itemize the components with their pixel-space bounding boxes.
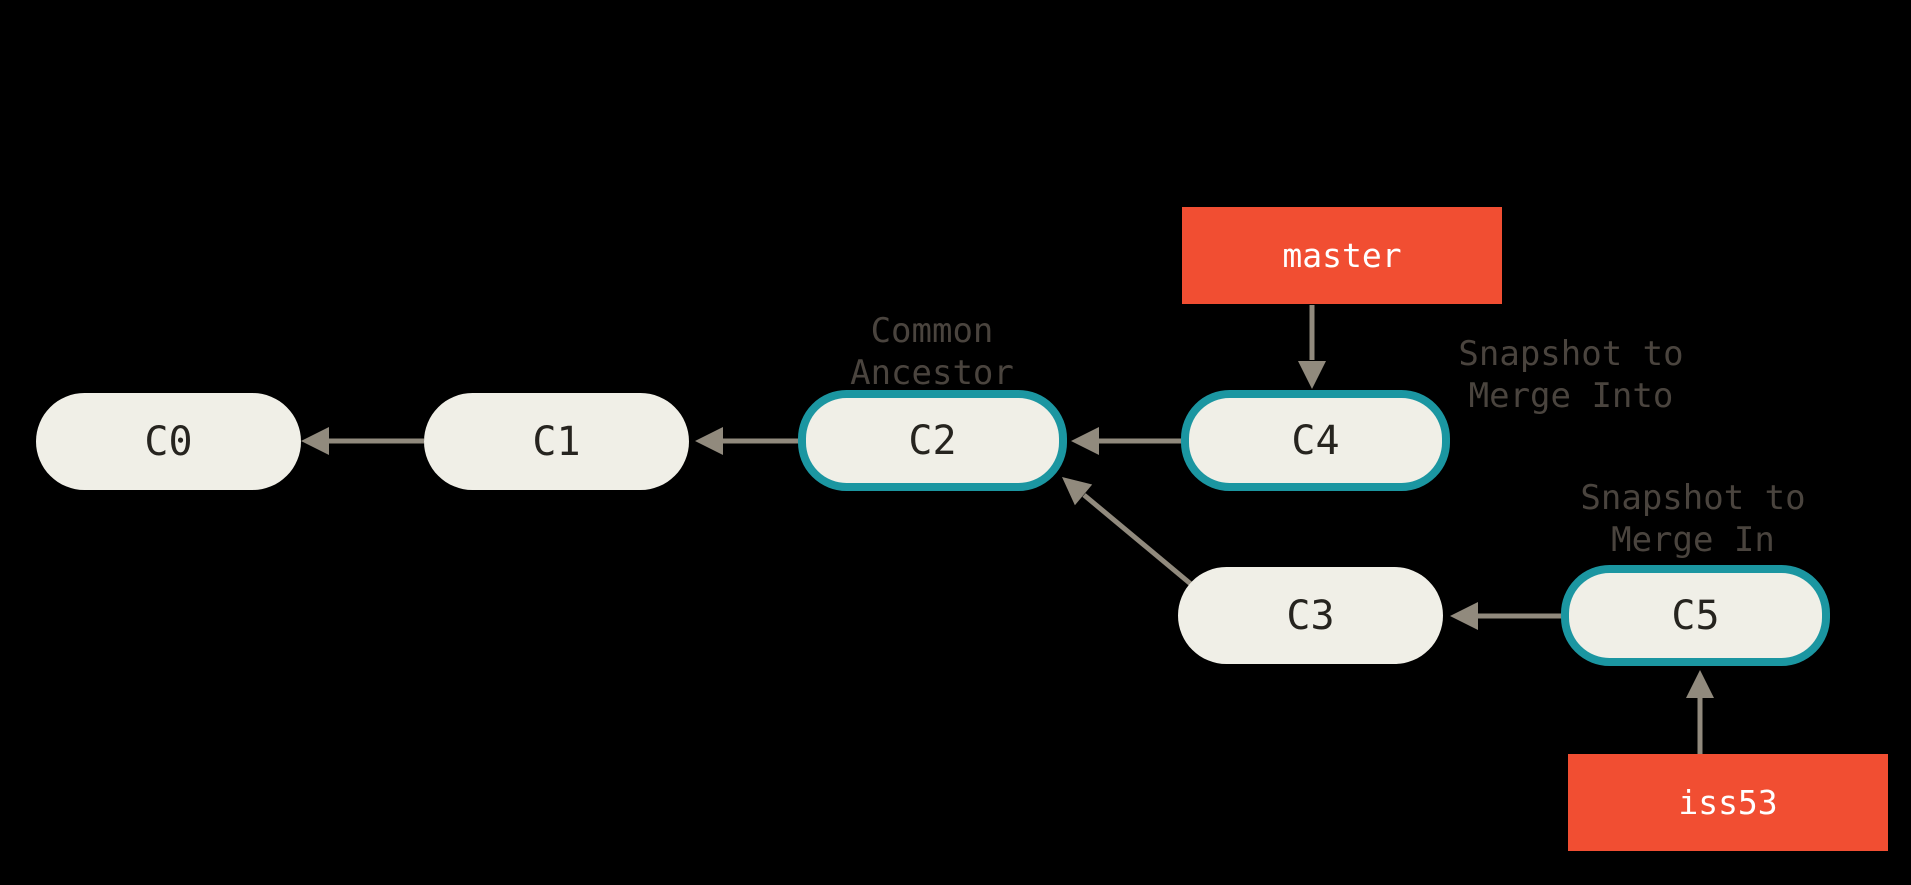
arrow-c4-to-c2 — [1071, 427, 1183, 455]
annotation-line: Merge In — [1611, 520, 1775, 560]
branch-label-iss53: iss53 — [1678, 783, 1778, 822]
branch-pointer-iss53: iss53 — [1568, 754, 1888, 851]
commit-label-c3: C3 — [1286, 592, 1335, 639]
annotation-line: Ancestor — [850, 353, 1014, 393]
annotation-snapshot-to-merge-into: Snapshot to Merge Into — [1458, 333, 1683, 417]
commit-label-c2: C2 — [908, 417, 957, 464]
arrow-iss53-to-c5 — [1686, 670, 1714, 754]
annotation-line: Snapshot to — [1458, 334, 1684, 374]
arrow-c2-to-c1 — [695, 427, 800, 455]
commit-label-c1: C1 — [532, 418, 581, 465]
commit-node-c5: C5 — [1561, 565, 1830, 666]
annotation-snapshot-to-merge-in: Snapshot to Merge In — [1580, 477, 1805, 561]
commit-label-c5: C5 — [1671, 592, 1720, 639]
commit-label-c0: C0 — [144, 418, 193, 465]
commit-label-c4: C4 — [1291, 417, 1340, 464]
commit-node-c1: C1 — [424, 393, 689, 490]
commit-node-c4: C4 — [1181, 390, 1450, 491]
arrow-c3-to-c2 — [1062, 477, 1194, 587]
annotation-common-ancestor: Common Ancestor — [850, 310, 1014, 394]
branch-pointer-master: master — [1182, 207, 1502, 304]
commit-node-c0: C0 — [36, 393, 301, 490]
arrow-master-to-c4 — [1298, 305, 1326, 389]
branch-label-master: master — [1282, 236, 1402, 275]
annotation-line: Snapshot to — [1580, 478, 1806, 518]
arrow-c5-to-c3 — [1450, 602, 1563, 630]
annotation-line: Merge Into — [1468, 376, 1674, 416]
annotation-line: Common — [870, 311, 994, 351]
arrow-c1-to-c0 — [301, 427, 424, 455]
commit-node-c2: C2 — [798, 390, 1067, 491]
commit-node-c3: C3 — [1178, 567, 1443, 664]
